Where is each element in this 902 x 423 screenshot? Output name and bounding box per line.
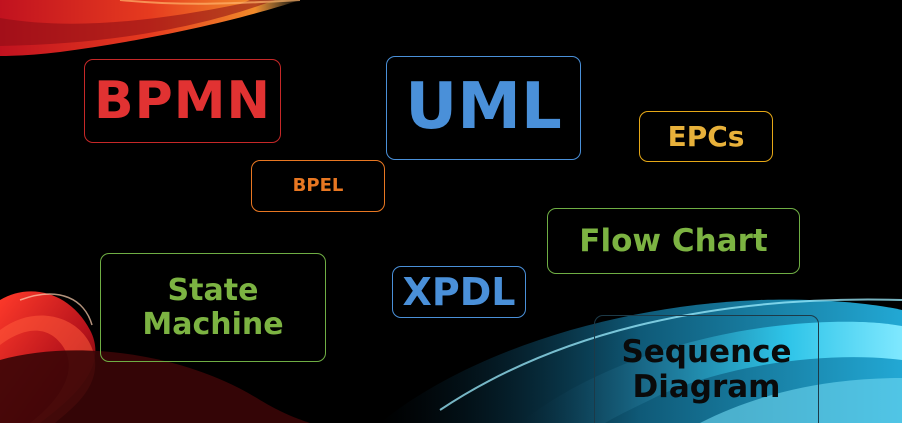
bpel-label: BPEL: [292, 174, 344, 196]
state-machine-label: State Machine: [142, 272, 284, 342]
flow-chart-label: Flow Chart: [579, 222, 768, 259]
bpel-label-box: BPEL: [251, 160, 385, 212]
epcs-label-box: EPCs: [639, 111, 773, 162]
epcs-label: EPCs: [667, 119, 745, 153]
xpdl-label-box: XPDL: [392, 266, 526, 318]
sequence-diagram-label-box: Sequence Diagram: [594, 315, 819, 423]
sequence-diagram-label: Sequence Diagram: [621, 333, 792, 405]
uml-label: UML: [405, 70, 562, 145]
bpmn-label-box: BPMN: [84, 59, 281, 143]
bpmn-label: BPMN: [93, 70, 271, 131]
uml-label-box: UML: [386, 56, 581, 160]
state-machine-label-box: State Machine: [100, 253, 326, 362]
xpdl-label: XPDL: [402, 269, 516, 314]
flow-chart-label-box: Flow Chart: [547, 208, 800, 274]
